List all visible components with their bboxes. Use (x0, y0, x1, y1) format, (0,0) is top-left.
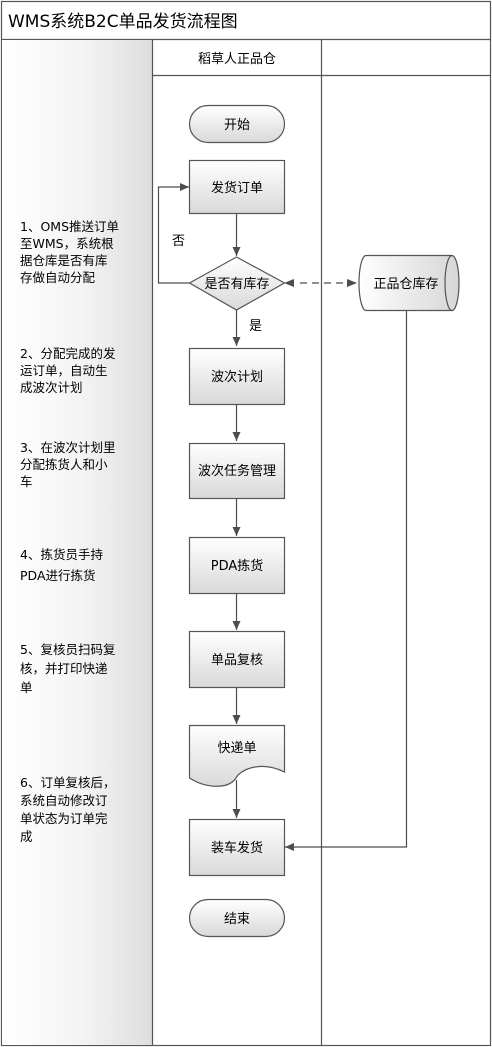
start-node: 开始 (188, 104, 286, 144)
start-label: 开始 (224, 118, 250, 133)
step-6-line-2: 系统自动修改订 (20, 793, 108, 808)
ship-node: 装车发货 (188, 818, 286, 877)
end-label: 结束 (224, 912, 250, 927)
recheck-label: 单品复核 (211, 653, 263, 668)
step-3-line-1: 3、在波次计划里 (20, 440, 115, 455)
wave-task-label: 波次任务管理 (198, 463, 276, 479)
wave-task-node: 波次任务管理 (188, 442, 286, 500)
step-1-line-2: 至WMS，系统根 (20, 236, 114, 251)
step-1-line-3: 据仓库是否有库 (20, 253, 108, 268)
wave-plan-node: 波次计划 (188, 347, 286, 406)
express-document-node: 快递单 (188, 724, 286, 787)
pda-pick-node: PDA拣货 (188, 536, 286, 595)
lane-header: 稻草人正品仓 (198, 52, 276, 67)
step-6-line-1: 6、订单复核后， (20, 775, 115, 790)
step-2: 2、分配完成的发 运订单，自动生 成波次计划 (20, 346, 116, 395)
step-2-line-1: 2、分配完成的发 (20, 346, 116, 361)
diagram-title: WMS系统B2C单品发货流程图 (8, 12, 238, 32)
pda-pick-label: PDA拣货 (211, 558, 264, 574)
step-6: 6、订单复核后， 系统自动修改订 单状态为订单完 成 (20, 775, 115, 844)
step-3-line-3: 车 (20, 474, 33, 489)
edge-no-loop (157, 183, 190, 284)
step-2-line-3: 成波次计划 (20, 380, 83, 395)
end-node: 结束 (188, 898, 286, 938)
decision-node: 是否有库存 (188, 256, 286, 311)
steps-column (2, 40, 152, 1045)
step-4: 4、拣货员手持 PDA进行拣货 (20, 547, 103, 583)
step-6-line-4: 成 (20, 829, 33, 844)
step-5-line-3: 单 (20, 680, 33, 695)
step-3: 3、在波次计划里 分配拣货人和小 车 (20, 440, 115, 489)
step-5-line-2: 核，并打印快递 (20, 661, 108, 676)
step-6-line-3: 单状态为订单完 (20, 811, 108, 826)
inventory-node: 正品仓库存 (358, 254, 460, 312)
step-1-line-4: 存做自动分配 (20, 270, 96, 285)
step-4-line-1: 4、拣货员手持 (20, 547, 103, 562)
order-node: 发货订单 (188, 159, 286, 215)
step-5-line-1: 5、复核员扫码复 (20, 642, 116, 657)
ship-label: 装车发货 (211, 840, 263, 856)
connectors (157, 183, 408, 851)
order-label: 发货订单 (211, 180, 263, 196)
wave-plan-label: 波次计划 (211, 369, 263, 385)
inventory-label: 正品仓库存 (373, 276, 438, 292)
edge-label-no: 否 (172, 234, 185, 249)
step-2-line-2: 运订单，自动生 (20, 363, 108, 378)
step-1-line-1: 1、OMS推送订单 (20, 219, 119, 234)
express-label: 快递单 (217, 741, 256, 756)
step-1: 1、OMS推送订单 至WMS，系统根 据仓库是否有库 存做自动分配 (20, 219, 119, 285)
step-3-line-2: 分配拣货人和小 (20, 457, 108, 472)
decision-label: 是否有库存 (204, 276, 269, 292)
edge-label-yes: 是 (249, 319, 262, 334)
step-4-line-2: PDA进行拣货 (20, 568, 96, 583)
edge-inventory-ship (285, 311, 408, 851)
step-5: 5、复核员扫码复 核，并打印快递 单 (20, 642, 116, 695)
recheck-node: 单品复核 (188, 630, 286, 689)
